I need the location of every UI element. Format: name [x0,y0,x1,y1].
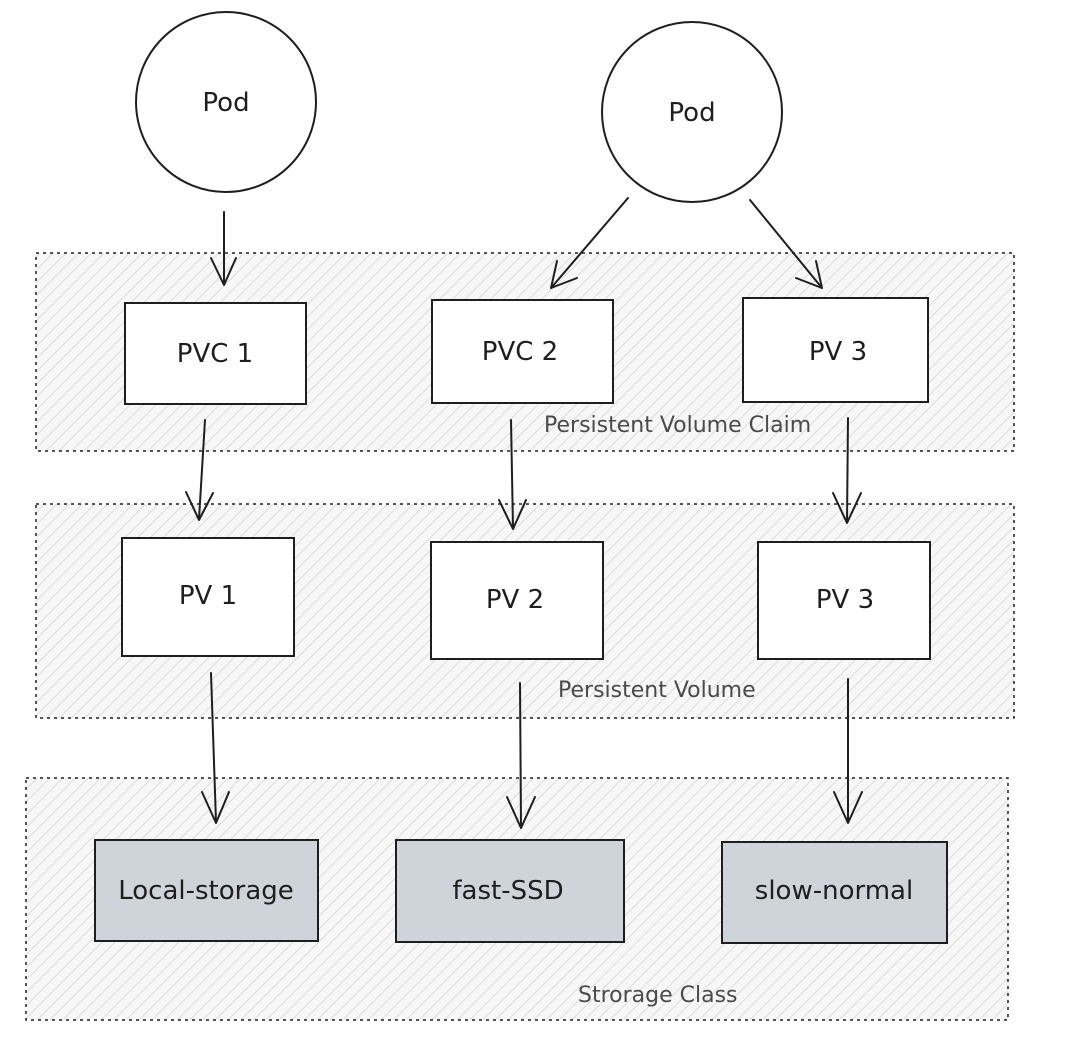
arrow-pod-right-to-pvc-2 [550,197,629,289]
arrow-pod-left-to-pvc-1 [210,211,237,286]
arrow-pv-1-to-local-storage [201,672,230,824]
arrow-pod-right-to-pv-3-claim [749,199,823,289]
zone-label-pvc: Persistent Volume Claim [544,413,811,438]
pod-right[interactable]: Pod [601,21,783,203]
storage-class-fast-ssd[interactable]: fast-SSD [395,839,625,943]
pv-1-box[interactable]: PV 1 [121,537,295,657]
pvc-2-label: PVC 2 [482,337,558,367]
storage-class-slow-normal-label: slow-normal [755,876,913,906]
pv-3-box[interactable]: PV 3 [757,541,931,660]
pvc-2-box[interactable]: PVC 2 [431,299,614,404]
storage-class-slow-normal[interactable]: slow-normal [721,841,948,944]
arrow-pv-3-claim-to-pv-3 [832,417,862,524]
pv-2-label: PV 2 [486,585,544,615]
storage-class-fast-ssd-label: fast-SSD [452,876,563,906]
storage-class-local-storage-label: Local-storage [118,876,294,906]
pv-3-label: PV 3 [816,585,874,615]
storage-class-local-storage[interactable]: Local-storage [94,839,319,942]
pv-3-claim-box[interactable]: PV 3 [742,297,929,403]
pv-3-claim-label: PV 3 [809,337,867,367]
pod-right-label: Pod [668,98,715,128]
pod-left-label: Pod [202,88,249,118]
arrow-pvc-2-to-pv-2 [498,419,527,530]
zone-label-pv: Persistent Volume [558,678,756,703]
pvc-1-box[interactable]: PVC 1 [124,302,307,405]
pod-left[interactable]: Pod [135,11,317,193]
arrow-pvc-1-to-pv-1 [185,419,214,521]
pvc-1-label: PVC 1 [177,339,253,369]
pv-1-label: PV 1 [179,581,237,611]
zone-label-sc: Strorage Class [578,983,738,1008]
pv-2-box[interactable]: PV 2 [430,541,604,660]
arrow-pv-2-to-fast-ssd [506,682,536,829]
arrow-pv-3-to-slow-normal [833,678,863,824]
